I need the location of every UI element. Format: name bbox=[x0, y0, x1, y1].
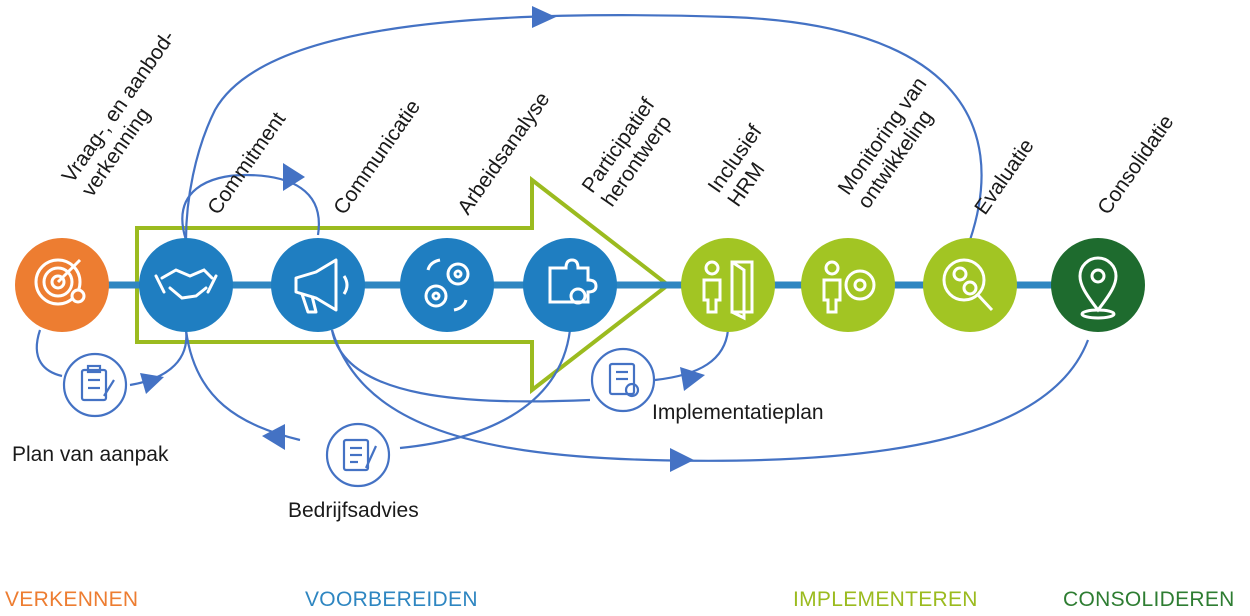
doc-label-plan-van-aanpak: Plan van aanpak bbox=[12, 443, 169, 466]
arrow-communicatie-consolidatie bbox=[330, 329, 1090, 462]
handshake-icon bbox=[154, 268, 218, 300]
arrow-commitment-to-communicatie bbox=[181, 173, 320, 241]
step-consolidatie[interactable] bbox=[1051, 238, 1145, 332]
target-person-icon bbox=[34, 258, 86, 306]
puzzle-gear-icon bbox=[548, 258, 598, 305]
phase-arrow-outline bbox=[135, 175, 672, 395]
arrow-evaluatie-to-commitment bbox=[184, 14, 983, 241]
clipboard-checklist-icon bbox=[80, 364, 115, 402]
step-label-4-line-1: Arbeidsanalyse bbox=[453, 88, 554, 219]
doc-bedrijfsadvies[interactable] bbox=[325, 422, 391, 488]
doc-label-implementatieplan: Implementatieplan bbox=[652, 401, 824, 424]
person-door-icon bbox=[702, 260, 754, 321]
step-communicatie[interactable] bbox=[271, 238, 365, 332]
step-participatief-herontwerp[interactable] bbox=[523, 238, 617, 332]
doc-label-bedrijfsadvies: Bedrijfsadvies bbox=[288, 499, 419, 522]
step-arbeidsanalyse[interactable] bbox=[400, 238, 494, 332]
phase-label-voorbereiden: VOORBEREIDEN bbox=[305, 588, 478, 611]
person-gear-icon bbox=[822, 260, 876, 314]
arrow-plan-commitment bbox=[129, 329, 188, 387]
phase-label-implementeren: IMPLEMENTEREN bbox=[793, 588, 978, 611]
arrow-verkennen-plan bbox=[35, 329, 63, 378]
notepad-pen-icon bbox=[342, 438, 378, 472]
step-circles bbox=[15, 238, 1145, 332]
phase-label-verkennen: VERKENNEN bbox=[5, 588, 138, 611]
arrow-participatief-bedrijfsadvies bbox=[399, 329, 572, 450]
step-commitment[interactable] bbox=[139, 238, 233, 332]
megaphone-icon bbox=[294, 258, 349, 314]
phase-label-consolideren: CONSOLIDEREN bbox=[1063, 588, 1235, 611]
step-inclusief-hrm[interactable] bbox=[681, 238, 775, 332]
location-pin-gear-icon bbox=[1078, 256, 1118, 320]
step-verkenning[interactable] bbox=[15, 238, 109, 332]
step-label-9-line-1: Consolidatie bbox=[1093, 111, 1178, 219]
doc-plan-van-aanpak[interactable] bbox=[62, 352, 128, 418]
arrow-commitment-bedrijfsadvies bbox=[184, 329, 301, 442]
step-evaluatie[interactable] bbox=[923, 238, 1017, 332]
step-label-3-line-1: Communicatie bbox=[329, 96, 425, 219]
step-monitoring[interactable] bbox=[801, 238, 895, 332]
step-label-2-line-1: Commitment bbox=[203, 108, 290, 219]
notepad-gear-icon bbox=[608, 362, 640, 398]
gears-cycle-icon bbox=[424, 258, 470, 312]
arrow-implementatieplan-inclusief bbox=[654, 329, 730, 382]
magnifier-person-icon bbox=[942, 258, 994, 312]
doc-implementatieplan[interactable] bbox=[590, 347, 656, 413]
feedback-arrows bbox=[35, 6, 1090, 472]
